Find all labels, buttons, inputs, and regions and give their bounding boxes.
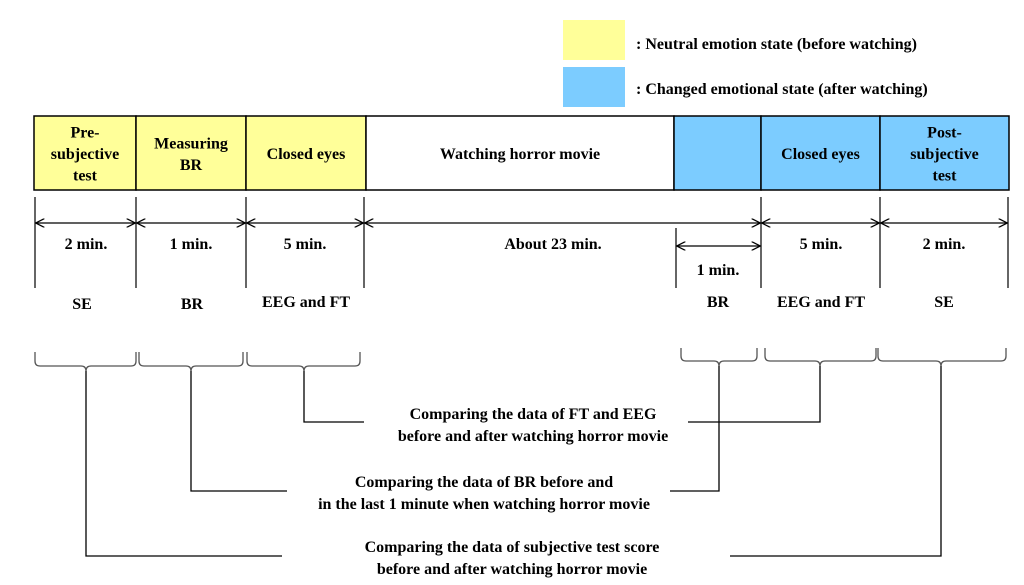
comparison-subjective-line-1: Comparing the data of subjective test sc… — [365, 539, 660, 556]
legend-swatch-neutral — [563, 20, 625, 60]
measure-labels: SE BR EEG and FT BR EEG and FT SE — [72, 294, 954, 313]
segment-watching-horror-movie — [365, 115, 675, 191]
legend-label-neutral: : Neutral emotion state (before watching… — [636, 36, 917, 53]
duration-label-pre-test: 2 min. — [65, 236, 108, 253]
segment-closed-eyes-before — [245, 115, 367, 191]
measure-label-last-minute: BR — [707, 294, 730, 311]
segment-post-subjective-test — [879, 115, 1010, 191]
brace-pre-test — [34, 352, 137, 372]
legend: : Neutral emotion state (before watching… — [563, 20, 928, 107]
duration-label-closed-eyes-before: 5 min. — [284, 236, 327, 253]
comparison-br-line-1: Comparing the data of BR before and — [355, 474, 613, 491]
brace-measuring-br — [138, 352, 244, 372]
segment-label-pre-subjective-test: Pre- — [70, 125, 99, 142]
segment-label-post-subjective-test: test — [933, 168, 958, 185]
connector-ft-eeg-right — [688, 366, 821, 423]
segment-label-measuring-br: Measuring — [154, 135, 228, 152]
connector-ft-eeg-left — [303, 371, 364, 423]
connector-subjective-right — [730, 366, 942, 557]
segment-label-post-subjective-test: subjective — [910, 146, 978, 163]
measure-label-closed-eyes-before: EEG and FT — [262, 294, 350, 311]
comparison-ft-eeg-line-2: before and after watching horror movie — [398, 428, 668, 445]
legend-swatch-changed — [563, 67, 625, 107]
brace-closed-eyes-after — [764, 348, 877, 367]
comparison-ft-eeg-line-1: Comparing the data of FT and EEG — [410, 406, 657, 423]
connector-br-left — [190, 371, 287, 492]
duration-label-post-test: 2 min. — [923, 236, 966, 253]
comparison-subjective-line-2: before and after watching horror movie — [377, 561, 647, 578]
segment-last-minute — [673, 115, 762, 191]
segment-label-watching-horror-movie: Watching horror movie — [440, 146, 600, 163]
measure-label-post-test: SE — [934, 294, 954, 311]
brace-post-test — [877, 348, 1007, 367]
connector-br-right — [670, 366, 720, 492]
segment-measuring-br — [135, 115, 247, 191]
duration-label-measuring-br: 1 min. — [170, 236, 213, 253]
segment-label-pre-subjective-test: subjective — [51, 146, 119, 163]
connector-subjective-left — [85, 371, 282, 557]
duration-label-last-minute: 1 min. — [697, 262, 740, 279]
segment-label-pre-subjective-test: test — [73, 168, 98, 185]
segment-pre-subjective-test — [33, 115, 137, 191]
segment-label-closed-eyes-before: Closed eyes — [267, 146, 346, 163]
duration-markers: 2 min. 1 min. 5 min. About 23 min. 1 min… — [34, 197, 1009, 288]
measure-label-pre-test: SE — [72, 296, 92, 313]
measure-label-measuring-br: BR — [181, 296, 204, 313]
legend-label-changed: : Changed emotional state (after watchin… — [636, 81, 928, 98]
comparison-notes: Comparing the data of FT and EEG before … — [318, 406, 668, 578]
duration-label-watching: About 23 min. — [504, 236, 601, 253]
duration-label-closed-eyes-after: 5 min. — [800, 236, 843, 253]
brace-last-minute — [680, 348, 758, 367]
grouping-braces — [34, 348, 1007, 372]
segment-label-measuring-br: BR — [180, 157, 203, 174]
measure-label-closed-eyes-after: EEG and FT — [777, 294, 865, 311]
comparison-br-line-2: in the last 1 minute when watching horro… — [318, 496, 650, 513]
brace-closed-eyes-before — [246, 352, 361, 372]
segment-label-post-subjective-test: Post- — [927, 125, 962, 142]
comparison-connectors — [85, 366, 942, 557]
segment-label-closed-eyes-after: Closed eyes — [781, 146, 860, 163]
